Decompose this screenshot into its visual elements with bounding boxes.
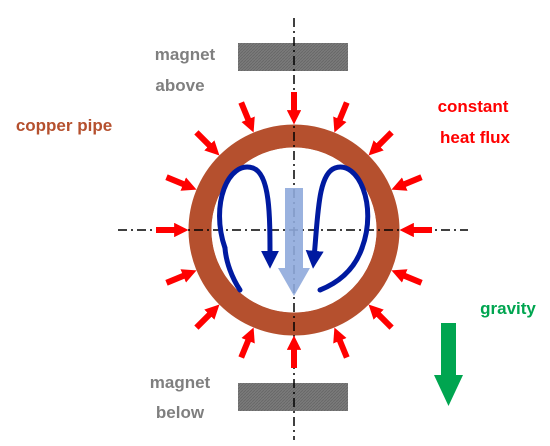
left-outer-return xyxy=(222,245,243,293)
heat-flux-label-line1: constant xyxy=(438,97,509,116)
heat-flux-arrow xyxy=(368,304,394,330)
gravity-label: gravity xyxy=(480,299,536,318)
center-flow-arrow xyxy=(278,188,310,296)
heat-flux-arrow xyxy=(194,304,220,330)
heat-flux-arrow xyxy=(238,101,255,133)
copper-pipe-label: copper pipe xyxy=(16,116,112,135)
heat-flux-arrow xyxy=(368,130,394,156)
heat-flux-arrow xyxy=(333,327,350,359)
magnet-below-label-line1: magnet xyxy=(150,373,211,392)
left-convection-loop xyxy=(217,164,279,269)
heat-flux-arrow xyxy=(238,327,255,359)
heat-flux-arrow xyxy=(391,174,423,191)
magnet-above-label-line2: above xyxy=(155,76,204,95)
heat-flux-arrow xyxy=(391,269,423,286)
magnet-below-label-line2: below xyxy=(156,403,205,422)
gravity-arrow xyxy=(434,323,463,406)
magnet-above xyxy=(238,43,348,71)
right-outer-return xyxy=(317,245,365,293)
heat-flux-arrow xyxy=(165,174,197,191)
heat-flux-arrows xyxy=(156,92,432,368)
magnet-above-label-line1: magnet xyxy=(155,45,216,64)
heat-flux-arrow xyxy=(165,269,197,286)
magnet-below xyxy=(238,383,348,411)
heat-flux-arrow xyxy=(194,130,220,156)
heat-flux-arrow xyxy=(333,101,350,133)
right-convection-loop xyxy=(305,164,371,269)
heat-flux-label-line2: heat flux xyxy=(440,128,510,147)
